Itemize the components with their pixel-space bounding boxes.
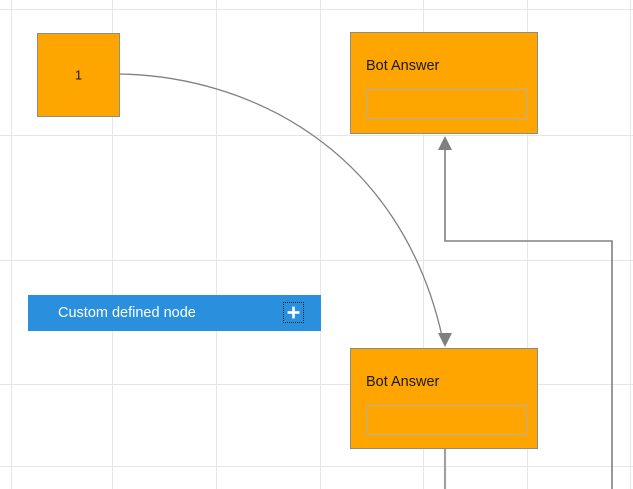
grid-line-vertical-2 bbox=[216, 0, 217, 489]
grid-line-horizontal-2 bbox=[0, 260, 633, 261]
grid-line-vertical-3 bbox=[320, 0, 321, 489]
node-label: 1 bbox=[74, 67, 83, 83]
grid-line-vertical-6 bbox=[630, 0, 631, 489]
plus-icon[interactable] bbox=[283, 302, 304, 323]
node-title: Bot Answer bbox=[366, 374, 440, 390]
node-bot-answer-bottom[interactable]: Bot Answer bbox=[350, 348, 538, 449]
node-content-slot[interactable] bbox=[366, 89, 527, 119]
grid-line-horizontal-0 bbox=[0, 9, 633, 10]
node-content-slot[interactable] bbox=[366, 405, 527, 435]
grid-line-horizontal-1 bbox=[0, 135, 633, 136]
grid-line-vertical-0 bbox=[11, 0, 12, 489]
edge-loopback-to-bot-answer-top-arrowhead bbox=[438, 136, 452, 150]
custom-defined-node-bar[interactable]: Custom defined node bbox=[28, 295, 321, 331]
edge-1-to-bot-answer-bottom-arrowhead bbox=[438, 333, 452, 347]
node-bot-answer-top[interactable]: Bot Answer bbox=[350, 32, 538, 134]
grid-line-horizontal-4 bbox=[0, 466, 633, 467]
grid-line-vertical-1 bbox=[112, 0, 113, 489]
node-start-1[interactable]: 1 bbox=[37, 33, 120, 117]
node-title: Bot Answer bbox=[366, 58, 440, 74]
grid-line-horizontal-3 bbox=[0, 384, 633, 385]
custom-defined-node-label: Custom defined node bbox=[58, 304, 196, 321]
